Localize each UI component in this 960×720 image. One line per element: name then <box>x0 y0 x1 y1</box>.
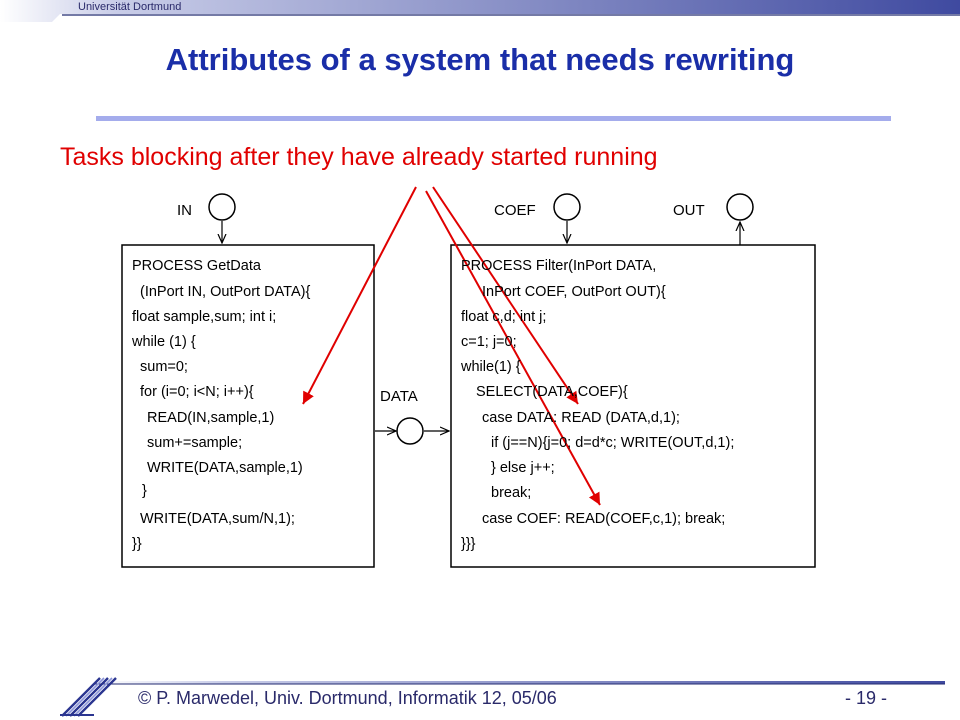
filter-code-line: while(1) { <box>461 359 521 375</box>
header-bar <box>0 0 960 22</box>
filter-code-line: }}} <box>461 536 476 552</box>
filter-code-line: InPort COEF, OutPort OUT){ <box>482 284 666 300</box>
red-arrow-to-case-coef <box>425 190 601 506</box>
in-port-label: IN <box>177 202 192 219</box>
getdata-code-line: WRITE(DATA,sum/N,1); <box>140 511 295 527</box>
getdata-code-line: float sample,sum; int i; <box>132 309 277 325</box>
data-channel-circle <box>396 417 424 445</box>
footer-copyright: © P. Marwedel, Univ. Dortmund, Informati… <box>138 688 557 708</box>
getdata-process-box <box>121 244 375 568</box>
coef-port-label: COEF <box>494 202 536 219</box>
red-arrow-to-read-in <box>302 186 417 405</box>
filter-code-line: PROCESS Filter(InPort DATA, <box>461 258 657 274</box>
getdata-code-line: (InPort IN, OutPort DATA){ <box>140 284 311 300</box>
filter-code-line: c=1; j=0; <box>461 334 517 350</box>
getdata-code-line: while (1) { <box>132 334 196 350</box>
slide-title: Attributes of a system that needs rewrit… <box>165 42 795 77</box>
data-port-label: DATA <box>380 388 418 405</box>
getdata-code-line: PROCESS GetData <box>132 258 261 274</box>
getdata-code-line: for (i=0; i<N; i++){ <box>140 384 254 400</box>
filter-code-line: SELECT(DATA,COEF){ <box>476 384 628 400</box>
university-logo-icon <box>60 677 117 717</box>
university-name: Universität Dortmund <box>78 1 182 13</box>
getdata-code-line: } <box>142 483 147 499</box>
filter-code-line: if (j==N){j=0; d=d*c; WRITE(OUT,d,1); <box>491 435 735 451</box>
getdata-code-line: sum=0; <box>140 359 188 375</box>
red-arrow-to-select <box>432 186 579 405</box>
footer-bar <box>95 681 945 685</box>
filter-code-line: float c,d; int j; <box>461 309 547 325</box>
getdata-code-line: }} <box>132 536 142 552</box>
slide-subtitle: Tasks blocking after they have already s… <box>60 143 658 171</box>
in-channel-circle <box>208 193 236 221</box>
filter-code-line: break; <box>491 485 532 501</box>
filter-code-line: case COEF: READ(COEF,c,1); break; <box>482 511 726 527</box>
getdata-code-line: WRITE(DATA,sample,1) <box>147 460 303 476</box>
filter-code-line: } else j++; <box>491 460 555 476</box>
page-number: - 19 - <box>845 688 888 708</box>
getdata-code-line: sum+=sample; <box>147 435 243 451</box>
out-port-label: OUT <box>673 202 705 219</box>
title-divider <box>96 116 891 121</box>
coef-channel-circle <box>553 193 581 221</box>
filter-process-box <box>450 244 816 568</box>
filter-code-line: case DATA: READ (DATA,d,1); <box>482 410 680 426</box>
getdata-code-line: READ(IN,sample,1) <box>147 410 275 426</box>
out-channel-circle <box>726 193 754 221</box>
